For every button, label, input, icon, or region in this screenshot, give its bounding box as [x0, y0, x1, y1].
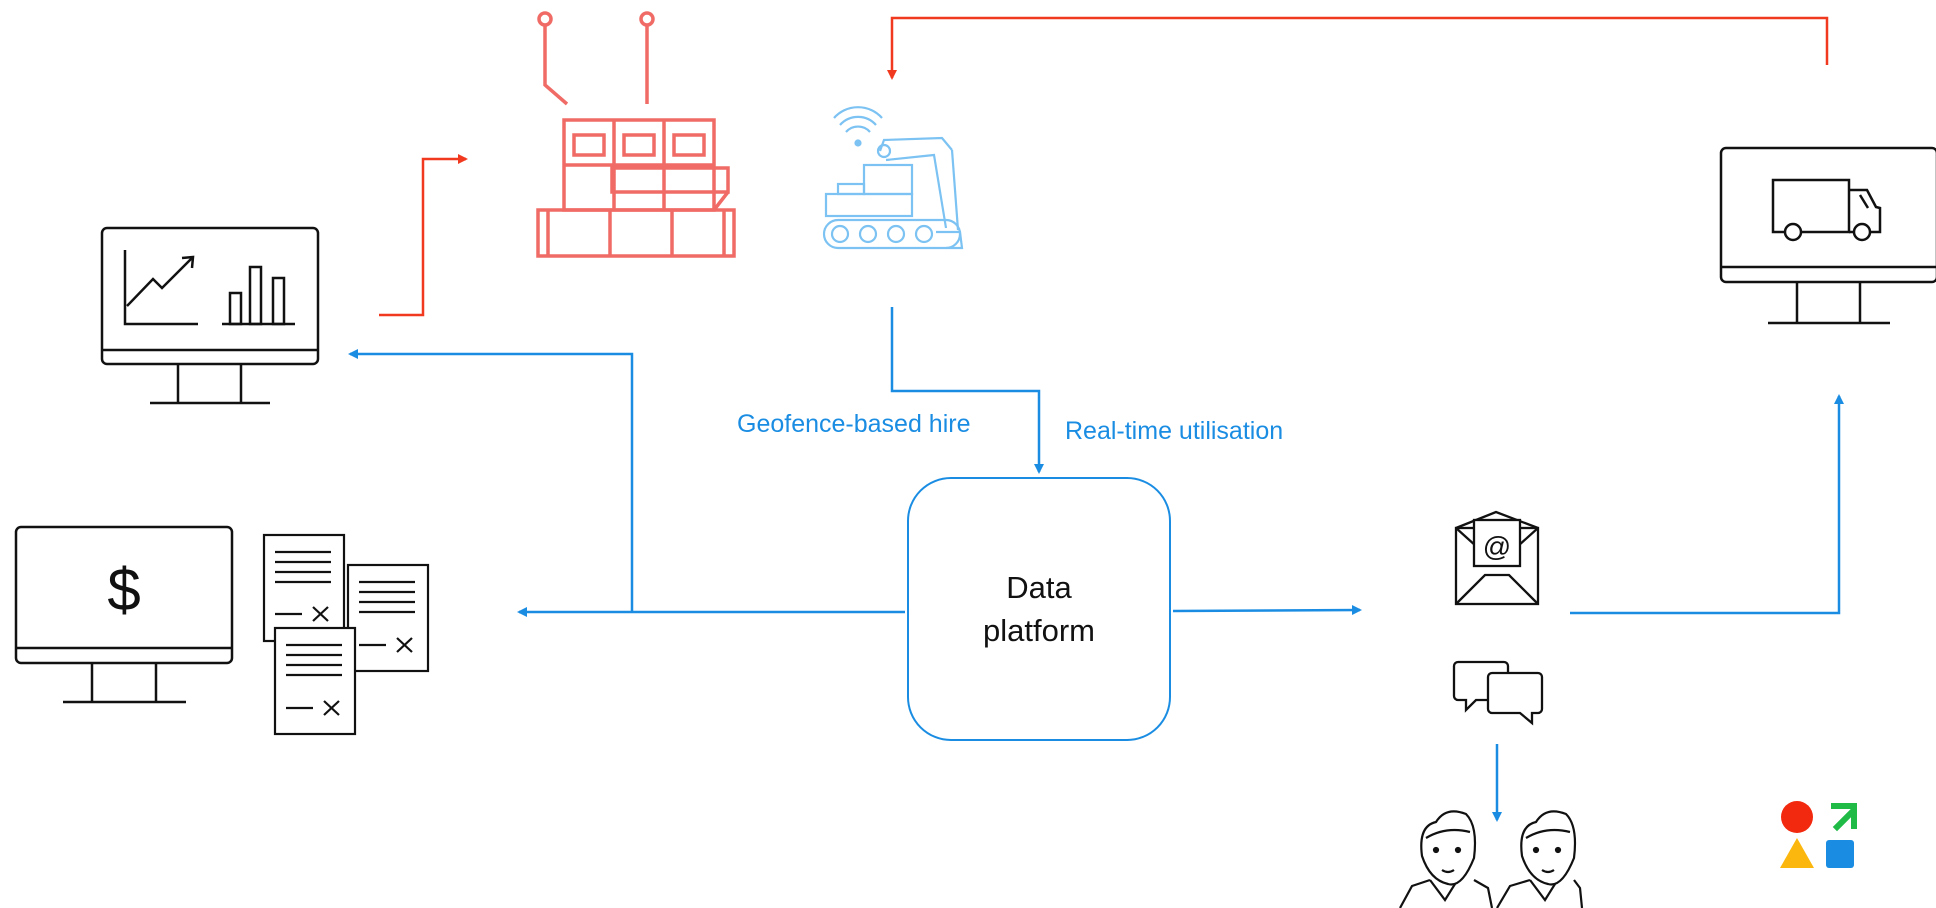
realtime-utilisation-label: Real-time utilisation: [1065, 417, 1284, 445]
monitor-dollar-icon: [14, 525, 234, 704]
arrow-monitor-to-site: [379, 154, 468, 317]
brand-logo-icon: [1780, 801, 1857, 868]
arrow-communications-to-delivery: [1570, 394, 1844, 615]
geofence-hire-label: Geofence-based hire: [737, 410, 971, 438]
arrow-platform-to-communications: [1172, 605, 1362, 616]
monitor-charts-icon: [100, 226, 320, 405]
people-icon: [1399, 810, 1584, 908]
data-platform-box: Data platform: [907, 477, 1171, 741]
chat-bubbles-icon: [1452, 660, 1544, 726]
monitor-truck-icon: [1719, 146, 1936, 325]
at-sign-glyph: @: [1483, 531, 1511, 562]
arrow-delivery-to-excavator: [887, 16, 1829, 80]
email-envelope-icon: [1454, 510, 1540, 606]
arrow-excavator-to-platform: [890, 307, 1044, 474]
data-platform-label: Data platform: [983, 569, 1095, 648]
dollar-glyph: $: [107, 556, 140, 623]
connectors: [348, 16, 1844, 822]
construction-site-icon: [536, 11, 736, 258]
arrow-platform-to-analytics: [348, 349, 634, 612]
connected-excavator-icon: [822, 106, 964, 250]
invoice-documents-icon: [262, 533, 430, 736]
